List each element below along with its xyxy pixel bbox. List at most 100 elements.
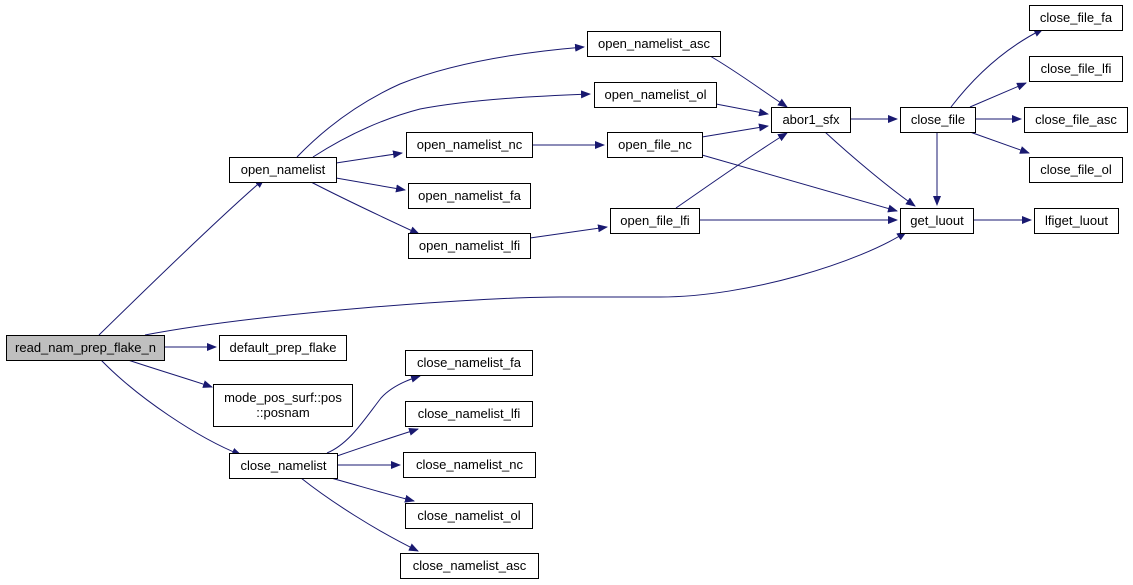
edge-close-file-to-close-file-fa <box>950 28 1044 108</box>
node-box <box>771 107 851 133</box>
edge-close-file-to-close-file-ol <box>969 131 1030 154</box>
node-box <box>6 335 165 361</box>
nodes-layer: read_nam_prep_flake_n open_namelistdefaul… <box>6 5 1128 579</box>
edge-open-namelist-to-open-namelist-ol <box>312 90 591 158</box>
edge-open-namelist-ol-to-abor1-sfx <box>715 103 769 117</box>
node-box <box>405 401 533 427</box>
node-label: open_file_lfi <box>620 213 689 228</box>
node-box <box>1029 5 1123 31</box>
node-label: close_file <box>911 112 965 127</box>
node-label: open_namelist_lfi <box>419 238 520 253</box>
node-box <box>400 553 539 579</box>
node-box <box>408 233 531 259</box>
edge-open-namelist-lfi-to-open-file-lfi <box>529 224 608 239</box>
node-box <box>1029 157 1123 183</box>
node-label: open_file_nc <box>618 137 692 152</box>
node-close-namelist-nc[interactable]: close_namelist_nc <box>403 452 536 478</box>
node-label: close_file_fa <box>1040 10 1113 25</box>
node-close-namelist-fa[interactable]: close_namelist_fa <box>405 350 533 376</box>
node-label: close_namelist_nc <box>416 457 523 472</box>
node-label: open_namelist_nc <box>417 137 523 152</box>
node-label: get_luout <box>910 213 964 228</box>
node-label: close_file_asc <box>1035 112 1117 127</box>
node-close-namelist-asc[interactable]: close_namelist_asc <box>400 553 539 579</box>
node-label: close_file_ol <box>1040 162 1112 177</box>
node-box <box>405 503 533 529</box>
node-box <box>229 157 337 183</box>
node-box <box>229 453 338 479</box>
node-box <box>900 107 976 133</box>
node-box <box>219 335 347 361</box>
node-open-namelist-lfi[interactable]: open_namelist_lfi <box>408 233 531 259</box>
node-label: open_namelist_fa <box>418 188 521 203</box>
node-label: close_namelist_asc <box>413 558 527 573</box>
edge-read-nam-prep-flake-n-to-open-namelist <box>98 178 265 336</box>
node-label: close_file_lfi <box>1041 61 1112 76</box>
node-label: close_namelist <box>241 458 327 473</box>
node-read-nam-prep-flake-n[interactable]: read_nam_prep_flake_n <box>6 335 165 361</box>
node-label: close_namelist_fa <box>417 355 522 370</box>
node-box <box>213 384 353 427</box>
node-close-file-lfi[interactable]: close_file_lfi <box>1029 56 1123 82</box>
node-label: mode_pos_surf::pos <box>224 390 342 405</box>
edge-open-file-nc-to-abor1-sfx <box>701 123 769 138</box>
node-box <box>594 82 717 108</box>
node-label: default_prep_flake <box>230 340 337 355</box>
node-close-namelist-lfi[interactable]: close_namelist_lfi <box>405 401 533 427</box>
node-open-namelist-nc[interactable]: open_namelist_nc <box>406 132 533 158</box>
node-open-namelist[interactable]: open_namelist <box>229 157 337 183</box>
node-box <box>587 31 721 57</box>
node-box <box>610 208 700 234</box>
node-lfiget-luout[interactable]: lfiget_luout <box>1034 208 1119 234</box>
edge-close-namelist-to-close-namelist-ol <box>330 477 415 503</box>
edge-open-file-nc-to-get-luout <box>701 154 898 213</box>
node-open-namelist-fa[interactable]: open_namelist_fa <box>408 183 531 209</box>
node-label: abor1_sfx <box>782 112 840 127</box>
node-box <box>607 132 703 158</box>
node-close-file-ol[interactable]: close_file_ol <box>1029 157 1123 183</box>
edge-close-namelist-to-close-namelist-fa <box>326 374 421 454</box>
edge-open-namelist-asc-to-abor1-sfx <box>709 55 788 108</box>
edge-close-namelist-to-close-namelist-asc <box>300 477 419 552</box>
edge-open-namelist-to-open-namelist-asc <box>296 43 585 158</box>
node-label: close_namelist_ol <box>417 508 520 523</box>
edge-open-namelist-to-open-namelist-lfi <box>310 181 420 235</box>
node-box <box>405 350 533 376</box>
edge-abor1-sfx-to-get-luout <box>824 131 916 207</box>
node-label: ::posnam <box>256 405 309 420</box>
node-open-file-lfi[interactable]: open_file_lfi <box>610 208 700 234</box>
node-close-file-fa[interactable]: close_file_fa <box>1029 5 1123 31</box>
node-label: read_nam_prep_flake_n <box>15 340 156 355</box>
node-label: open_namelist <box>241 162 326 177</box>
edge-read-nam-prep-flake-n-to-close-namelist <box>100 359 242 456</box>
node-close-namelist-ol[interactable]: close_namelist_ol <box>405 503 533 529</box>
node-box <box>1034 208 1119 234</box>
node-close-file[interactable]: close_file <box>900 107 976 133</box>
node-box <box>1024 107 1128 133</box>
edge-read-nam-prep-flake-n-to-mode-pos-surf-posnam <box>127 359 213 388</box>
node-close-namelist[interactable]: close_namelist <box>229 453 338 479</box>
node-close-file-asc[interactable]: close_file_asc <box>1024 107 1128 133</box>
edge-read-nam-prep-flake-n-to-get-luout <box>144 231 907 336</box>
edge-close-namelist-to-close-namelist-lfi <box>336 427 419 457</box>
node-open-namelist-ol[interactable]: open_namelist_ol <box>594 82 717 108</box>
node-label: close_namelist_lfi <box>418 406 521 421</box>
edge-open-namelist-to-open-namelist-nc <box>335 150 403 164</box>
node-label: open_namelist_asc <box>598 36 711 51</box>
node-open-namelist-asc[interactable]: open_namelist_asc <box>587 31 721 57</box>
node-get-luout[interactable]: get_luout <box>900 208 974 234</box>
node-box <box>408 183 531 209</box>
node-box <box>1029 56 1123 82</box>
node-box <box>406 132 533 158</box>
edges-layer <box>98 28 1044 552</box>
node-abor1-sfx[interactable]: abor1_sfx <box>771 107 851 133</box>
node-label: open_namelist_ol <box>605 87 707 102</box>
node-open-file-nc[interactable]: open_file_nc <box>607 132 703 158</box>
node-box <box>900 208 974 234</box>
node-default-prep-flake[interactable]: default_prep_flake <box>219 335 347 361</box>
edge-close-file-to-close-file-lfi <box>969 82 1027 108</box>
edge-open-namelist-to-open-namelist-fa <box>335 177 406 193</box>
edge-open-file-lfi-to-abor1-sfx <box>675 132 788 209</box>
node-mode-pos-surf-posnam[interactable]: mode_pos_surf::pos::posnam <box>213 384 353 427</box>
